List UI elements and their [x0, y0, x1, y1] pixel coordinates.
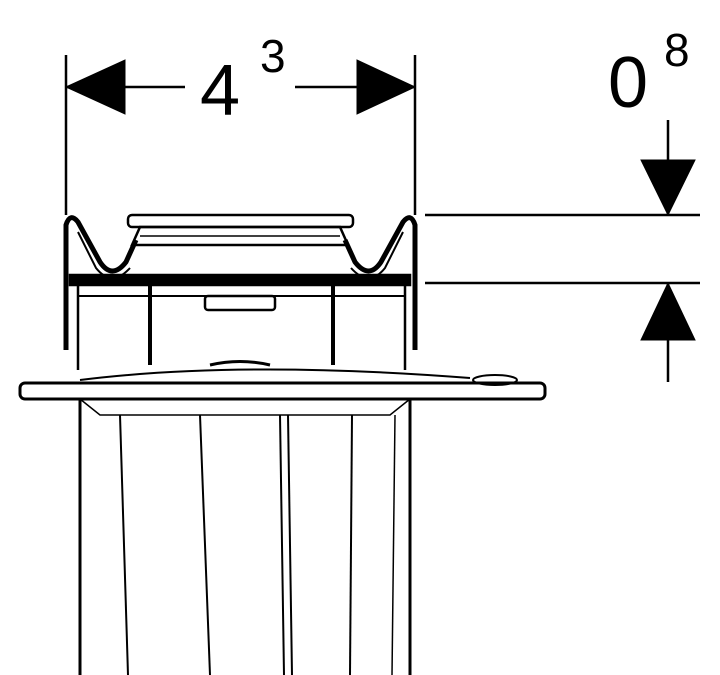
drain-body: [18, 213, 547, 675]
width-superscript: 3: [260, 30, 286, 82]
arrow-left-icon: [64, 59, 126, 115]
width-value: 4: [200, 51, 240, 131]
height-superscript: 8: [664, 24, 690, 76]
arrow-down-icon: [640, 159, 696, 217]
height-value: 0: [608, 43, 648, 123]
arrow-right-icon: [356, 59, 417, 115]
arrow-up-icon: [640, 281, 696, 341]
width-dimension: [64, 55, 417, 215]
height-dimension: [425, 120, 700, 382]
